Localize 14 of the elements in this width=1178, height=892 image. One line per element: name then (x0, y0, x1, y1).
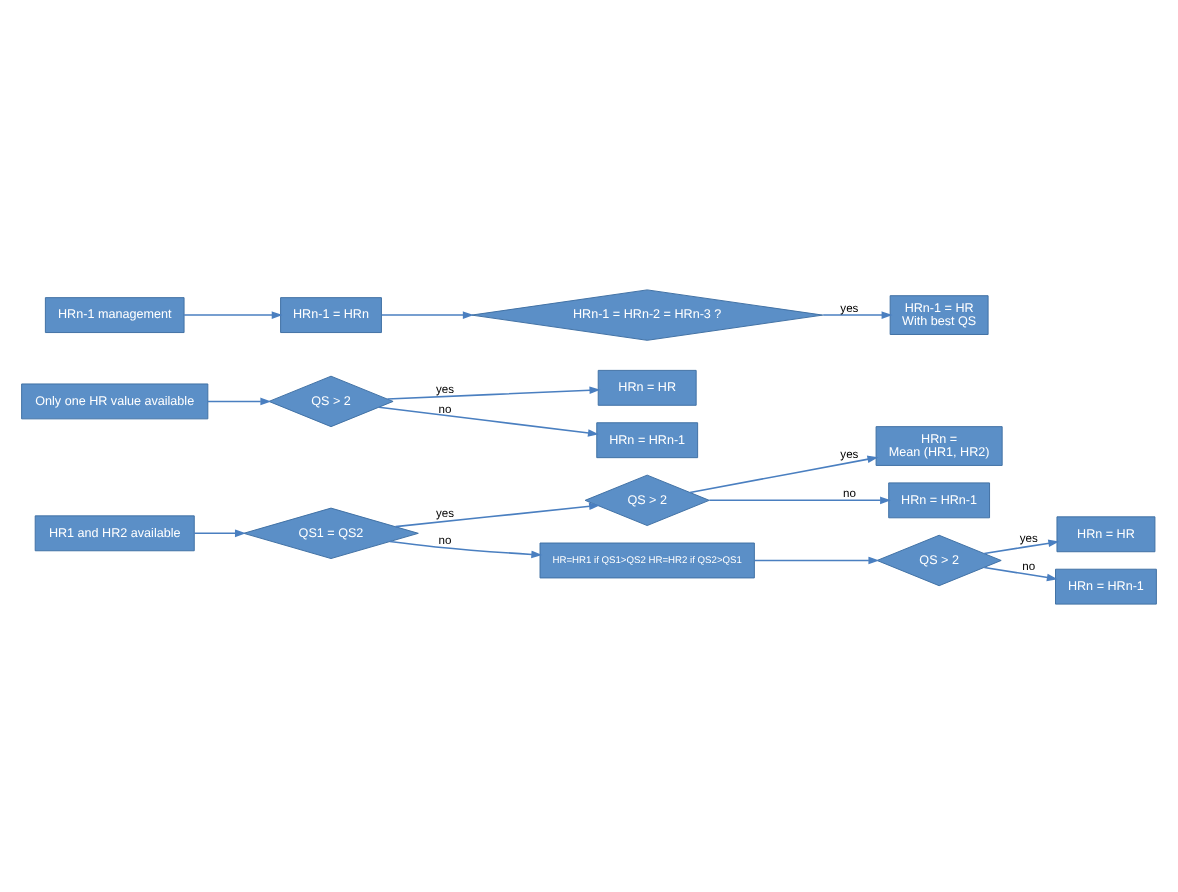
arrow (381, 310, 474, 318)
arrow (389, 539, 543, 558)
arrow (394, 501, 600, 527)
arrow (689, 454, 879, 493)
arrow (708, 495, 891, 504)
arrow (822, 310, 893, 318)
arrow (983, 565, 1058, 581)
arrow (378, 405, 599, 436)
arrow (753, 555, 880, 564)
arrow (193, 528, 246, 537)
arrow (983, 538, 1060, 554)
arrow (207, 396, 272, 405)
arrow (386, 385, 601, 399)
arrow (183, 310, 283, 318)
